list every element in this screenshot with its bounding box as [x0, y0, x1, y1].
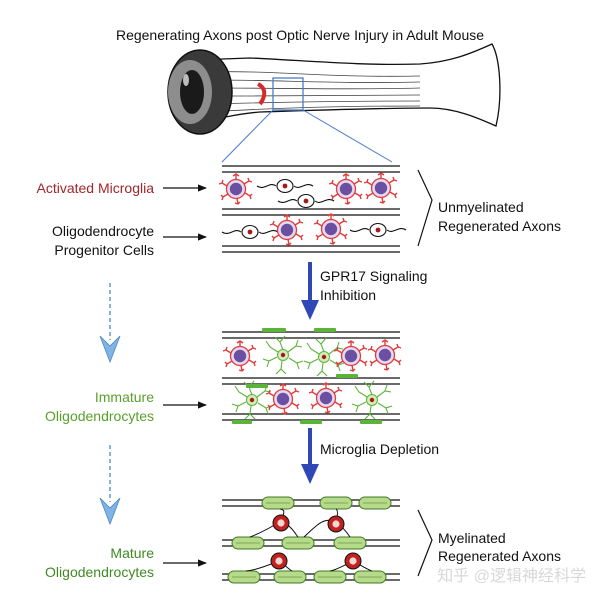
dashed-arrow-1 [99, 283, 121, 364]
opc-cell [256, 178, 314, 194]
label-opc-line2: Progenitor Cells [54, 242, 154, 258]
eye-globe [167, 49, 233, 135]
label-unmyelinated-line1: Unmyelinated [438, 199, 524, 215]
step-label-microglia-depletion: Microglia Depletion [320, 441, 440, 457]
opc-cell [277, 193, 335, 209]
watermark: 知乎 @逻辑神经科学 [437, 568, 586, 585]
pointer-arrows [163, 184, 207, 567]
bracket-myelinated [417, 509, 433, 577]
immature-oligodendrocyte [303, 337, 345, 377]
zoom-line-right [302, 109, 393, 163]
mature-oligodendrocyte [272, 514, 290, 532]
microglia-cell [308, 382, 343, 414]
myelin-sheath [261, 496, 295, 510]
zoom-line-left [221, 109, 274, 163]
step-label-gpr17-line1: GPR17 Signaling [320, 268, 428, 284]
mature-oligodendrocyte [344, 552, 362, 570]
label-myelinated-line2: Regenerated Axons [438, 548, 561, 564]
myelin-sheath [281, 536, 315, 550]
label-mature-line1: Mature [110, 545, 154, 561]
label-activated-microglia: Activated Microglia [36, 180, 155, 196]
opc-cell [221, 224, 279, 240]
mature-oligodendrocyte [327, 515, 345, 533]
microglia-cell [269, 214, 304, 246]
myelin-sheath [231, 536, 265, 550]
myelin-sheath [227, 570, 261, 584]
panel-unmyelinated [218, 165, 433, 253]
microglia-cell [222, 340, 257, 372]
panel-myelinated [222, 496, 433, 584]
myelin-sheath [353, 570, 387, 584]
opc-cell [349, 222, 407, 238]
immature-oligodendrocyte [262, 335, 304, 375]
myelin-sheath [358, 496, 392, 510]
myelin-sheath [319, 496, 353, 510]
zoom-box [272, 77, 304, 111]
figure-title: Regenerating Axons post Optic Nerve Inju… [115, 27, 485, 43]
step-arrow-2 [301, 428, 319, 484]
step-label-gpr17-line2: Inhibition [320, 287, 377, 303]
mature-oligodendrocyte [270, 552, 288, 570]
microglia-cell [218, 173, 253, 205]
microglia-cell [328, 173, 363, 205]
label-myelinated-line1: Myelinated [438, 530, 506, 546]
microglia-cell [367, 339, 402, 371]
panel-immature [222, 328, 402, 424]
immature-oligodendrocyte [351, 380, 393, 420]
bracket-unmyelinated [417, 169, 433, 247]
myelin-sheath [333, 536, 367, 550]
step-arrow-1 [301, 262, 319, 320]
label-immature-line2: Oligodendrocytes [45, 408, 154, 424]
myelin-sheath [313, 570, 347, 584]
myelin-sheath [273, 570, 307, 584]
label-unmyelinated-line2: Regenerated Axons [438, 218, 561, 234]
optic-nerve-illustration [167, 43, 501, 163]
label-immature-line1: Immature [94, 389, 154, 405]
microglia-cell [265, 383, 300, 415]
microglia-cell [363, 172, 398, 204]
label-mature-line2: Oligodendrocytes [45, 564, 154, 580]
dashed-arrow-2 [99, 445, 121, 526]
microglia-cell [313, 213, 348, 245]
label-opc-line1: Oligodendrocyte [52, 223, 154, 239]
